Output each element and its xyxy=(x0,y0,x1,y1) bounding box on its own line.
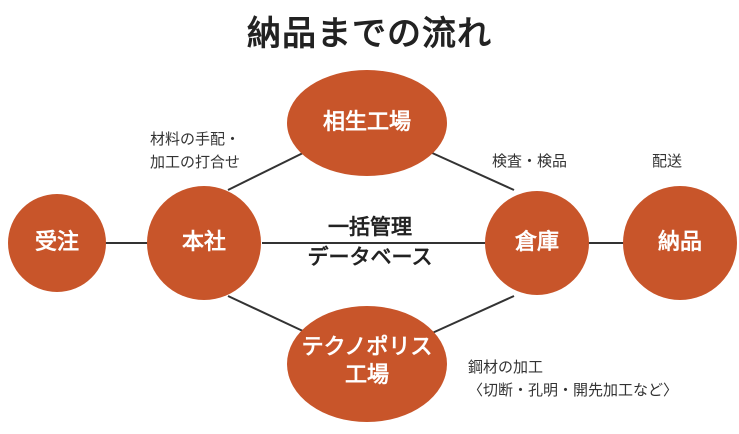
node-jutyu xyxy=(8,194,106,292)
center-line1: 一括管理 xyxy=(328,215,412,239)
note-kensa: 検査・検品 xyxy=(492,152,568,170)
node-techno xyxy=(287,306,447,422)
connector-techno-souko xyxy=(429,295,515,335)
node-label-aioi: 相生工場 xyxy=(322,110,411,135)
connector-honsha-techno xyxy=(227,295,306,333)
note-honsha: 材料の手配・ 加工の打合せ xyxy=(150,128,240,173)
node-label-honsha: 本社 xyxy=(181,230,226,255)
node-nouhin xyxy=(623,186,737,300)
connector-honsha-aioi xyxy=(227,151,306,191)
note-haisou: 配送 xyxy=(652,152,683,170)
node-aioi xyxy=(287,70,447,176)
note-honsha-line1: 材料の手配・ xyxy=(150,130,241,148)
node-label-jutyu: 受注 xyxy=(34,230,79,255)
node-honsha xyxy=(147,186,261,300)
page-title: 納品までの流れ xyxy=(247,14,492,54)
node-label-techno-line1: テクノポリス xyxy=(301,335,433,360)
connector-aioi-souko xyxy=(429,151,515,191)
note-techno: 鋼材の加工 〈切断・孔明・開先加工など〉 xyxy=(468,356,678,401)
note-techno-line2: 〈切断・孔明・開先加工など〉 xyxy=(468,380,679,399)
note-techno-line1: 鋼材の加工 xyxy=(468,358,544,376)
center-database-label: 一括管理 データベース xyxy=(297,212,443,273)
node-label-souko: 倉庫 xyxy=(514,230,559,255)
node-label-nouhin: 納品 xyxy=(657,230,702,255)
node-souko xyxy=(485,191,589,295)
center-line2: データベース xyxy=(307,245,433,270)
node-label-techno: テクノポリス 工場 xyxy=(287,334,447,389)
note-honsha-line2: 加工の打合せ xyxy=(150,152,241,171)
node-label-techno-line2: 工場 xyxy=(344,362,389,388)
